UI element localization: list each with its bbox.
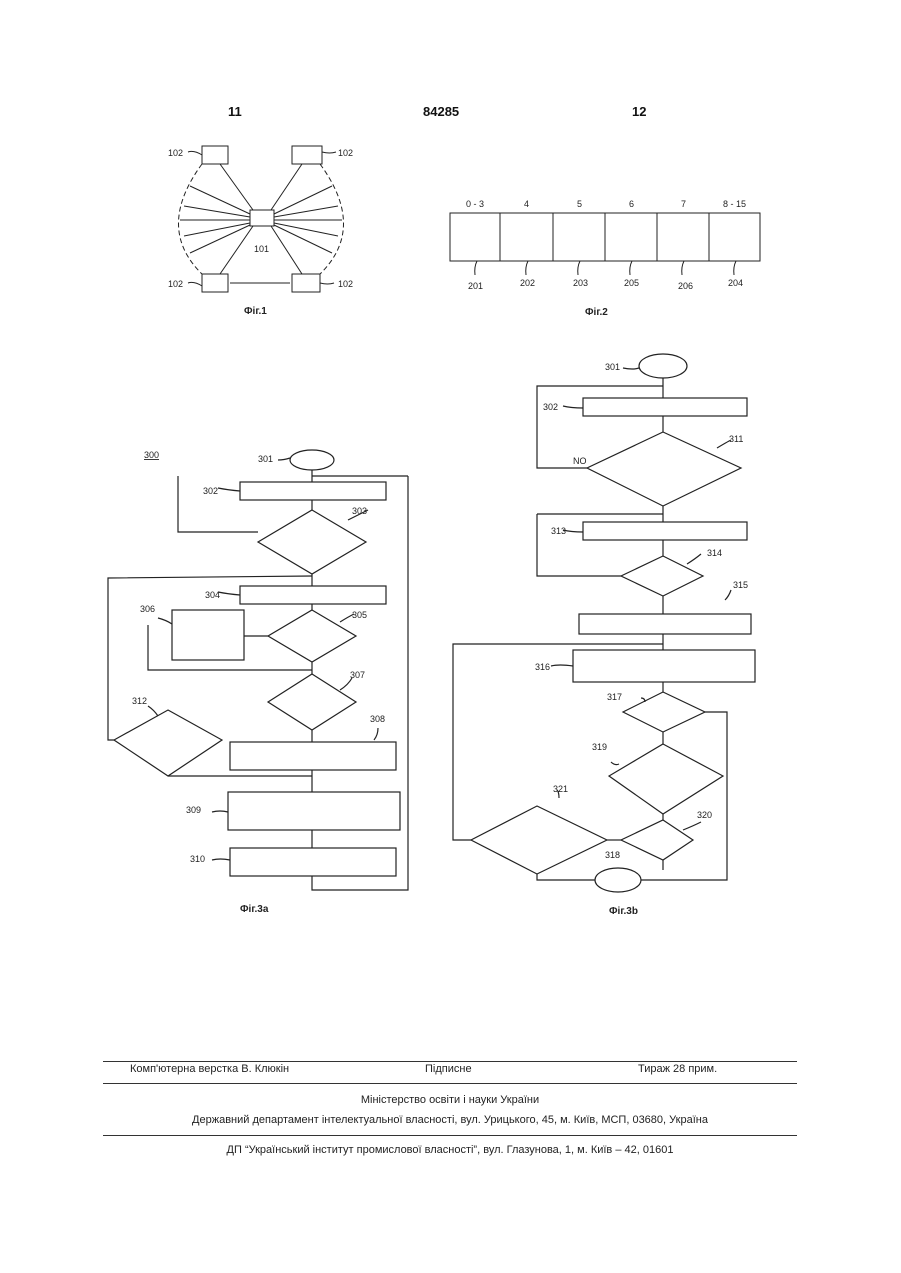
footer-rule-middle xyxy=(103,1083,797,1084)
label-321: 321 xyxy=(553,784,568,794)
bit-6-label: 6 xyxy=(629,199,634,209)
figure-3b-flowchart: 301 302 311 NO 313 314 315 316 317 319 3… xyxy=(445,350,775,920)
label-102-top-right: 102 xyxy=(338,148,353,158)
label-315: 315 xyxy=(733,580,748,590)
label-101: 101 xyxy=(254,244,269,254)
figure-3a-flowchart: 300 301 302 303 304 305 306 307 308 309 … xyxy=(100,440,430,920)
footer-rule-top xyxy=(103,1061,797,1062)
label-308: 308 xyxy=(370,714,385,724)
label-311: 311 xyxy=(729,434,743,444)
field-205-label: 205 xyxy=(624,278,639,288)
footer-institute: ДП “Український інститут промислової вла… xyxy=(103,1144,797,1156)
label-302: 302 xyxy=(203,486,218,496)
footer-layout-credit: Комп'ютерна верстка В. Клюкін xyxy=(130,1063,289,1075)
footer-department: Державний департамент інтелектуальної вл… xyxy=(103,1114,797,1126)
figure-1-network-diagram: 102 102 101 102 102 Фіг.1 xyxy=(160,138,360,324)
label-307: 307 xyxy=(350,670,365,680)
footer-ministry: Міністерство освіти і науки України xyxy=(103,1094,797,1106)
bit-7-label: 7 xyxy=(681,199,686,209)
footer-subscription: Підписне xyxy=(425,1063,472,1075)
figure-3a-caption: Фіг.3a xyxy=(240,904,269,915)
label-310: 310 xyxy=(190,854,205,864)
label-312: 312 xyxy=(132,696,147,706)
label-303: 303 xyxy=(352,506,367,516)
label-301: 301 xyxy=(258,454,273,464)
label-318: 318 xyxy=(605,850,620,860)
field-201-label: 201 xyxy=(468,281,483,291)
patent-number: 84285 xyxy=(423,104,459,119)
page-number-left: 11 xyxy=(228,104,242,119)
label-301: 301 xyxy=(605,362,620,372)
label-317: 317 xyxy=(607,692,622,702)
page-number-right: 12 xyxy=(632,104,646,119)
label-304: 304 xyxy=(205,590,220,600)
footer-circulation: Тираж 28 прим. xyxy=(638,1063,717,1075)
label-314: 314 xyxy=(707,548,722,558)
field-206-label: 206 xyxy=(678,281,693,291)
figure-2-caption: Фіг.2 xyxy=(585,307,608,318)
label-300: 300 xyxy=(144,450,159,460)
label-302: 302 xyxy=(543,402,558,412)
field-202-label: 202 xyxy=(520,278,535,288)
label-102-bottom-left: 102 xyxy=(168,279,183,289)
figure-2-bit-field: 0 - 3 4 5 6 7 8 - 15 201 202 203 205 206… xyxy=(440,195,770,321)
footer-rule-bottom xyxy=(103,1135,797,1136)
bits-8-15-label: 8 - 15 xyxy=(723,199,746,209)
label-320: 320 xyxy=(697,810,712,820)
field-204-label: 204 xyxy=(728,278,743,288)
figure-3b-caption: Фіг.3b xyxy=(609,906,638,917)
figure-1-caption: Фіг.1 xyxy=(244,306,267,317)
no-branch-label: NO xyxy=(573,456,587,466)
label-102-bottom-right: 102 xyxy=(338,279,353,289)
label-305: 305 xyxy=(352,610,367,620)
bit-5-label: 5 xyxy=(577,199,582,209)
label-309: 309 xyxy=(186,805,201,815)
label-319: 319 xyxy=(592,742,607,752)
bits-0-3-label: 0 - 3 xyxy=(466,199,484,209)
bit-4-label: 4 xyxy=(524,199,529,209)
field-203-label: 203 xyxy=(573,278,588,288)
label-316: 316 xyxy=(535,662,550,672)
label-306: 306 xyxy=(140,604,155,614)
label-313: 313 xyxy=(551,526,566,536)
label-102-top-left: 102 xyxy=(168,148,183,158)
